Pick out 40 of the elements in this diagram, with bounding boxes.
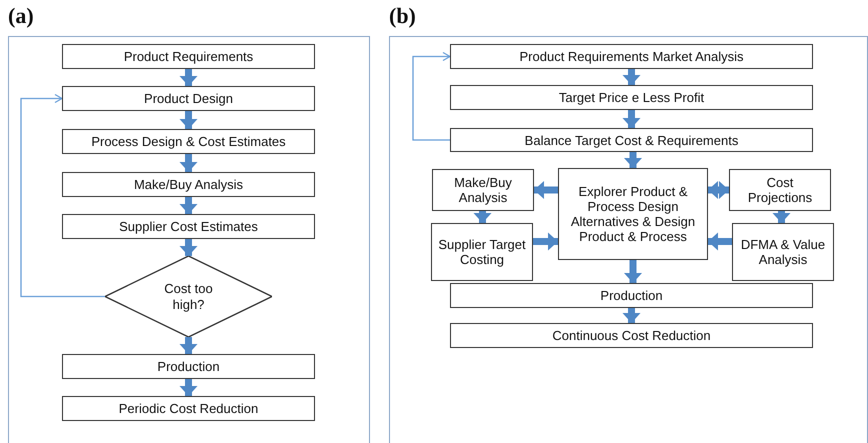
block-arrow [772,211,790,223]
block-arrow [180,197,198,214]
block-arrow [180,379,198,396]
process-box: Production [450,283,813,308]
process-box: Balance Target Cost & Requirements [450,128,813,152]
process-box: Product Requirements Market Analysis [450,44,813,69]
block-arrow [180,111,198,129]
block-arrow [624,260,642,283]
process-box: Continuous Cost Reduction [450,323,813,348]
block-arrow [533,232,558,250]
block-arrow [708,232,732,250]
block-arrow [624,152,642,168]
process-box: Periodic Cost Reduction [62,396,315,421]
process-box: Supplier Cost Estimates [62,214,315,239]
block-arrow [180,154,198,172]
panel-label: (b) [389,4,416,28]
process-box: Make/Buy Analysis [62,172,315,197]
block-arrow [180,337,198,354]
block-arrow [622,308,640,323]
block-arrow [622,110,640,128]
process-box: Explorer Product & Process Design Alternatives & Design Product & Process [558,168,708,260]
block-arrow [534,181,558,199]
block-arrow [180,239,198,256]
feedback-arrow [412,52,451,141]
block-arrow [474,211,492,223]
process-box: DFMA & Value Analysis [732,223,834,281]
feedback-arrow [20,94,105,298]
process-box: Production [62,354,315,379]
process-box: Cost Projections [729,169,831,211]
block-arrow [180,69,198,86]
panel-label: (a) [8,4,34,28]
process-box: Target Price e Less Profit [450,85,813,110]
block-arrow [622,69,640,85]
decision-diamond: Cost too high? [105,256,272,337]
process-box: Product Design [62,86,315,111]
process-box: Supplier Target Costing [431,223,533,281]
process-box: Process Design & Cost Estimates [62,129,315,154]
process-box: Make/Buy Analysis [432,169,534,211]
process-box: Product Requirements [62,44,315,69]
block-arrow [708,181,729,199]
